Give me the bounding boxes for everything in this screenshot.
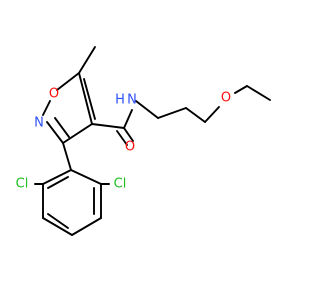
bond-carbonyl-o-double (116, 130, 128, 146)
chlorine-right-label: Cl (114, 177, 127, 192)
ether-oxygen-label: O (221, 91, 231, 106)
phenyl-bond-4 (42, 217, 73, 236)
bond-c2-c3 (185, 107, 206, 123)
amide-hydrogen-label: H (115, 93, 125, 108)
bond-c1-c2 (157, 107, 187, 119)
phenyl-inner-bond-2 (47, 213, 69, 229)
phenyl-inner-bond-3 (47, 176, 69, 189)
bond-carbonyl-o (123, 127, 134, 142)
phenyl-bond-6 (42, 169, 72, 185)
bond-c5-c4 (78, 72, 93, 125)
bond-n-c1 (135, 100, 159, 119)
bond-c3-n2 (46, 121, 64, 144)
phenyl-bond-1 (70, 169, 102, 185)
bond-c5-methyl (78, 46, 96, 74)
chemical-structure: O N N H O O Cl Cl (16, 46, 271, 236)
phenyl-bond-3 (71, 217, 102, 236)
bond-c4-c5 (246, 85, 271, 101)
chlorine-left-label: Cl (16, 177, 29, 192)
bond-c5-c4-double (83, 78, 96, 120)
bond-c4-c3 (62, 123, 93, 144)
bond-carbonyl-n (123, 109, 133, 129)
bond-c4-carbonyl (91, 123, 125, 129)
bond-n2-o1 (42, 100, 51, 116)
bond-c3-n2-double (54, 117, 70, 138)
ring-oxygen-label: O (49, 87, 59, 102)
amide-nitrogen-label: N (127, 93, 137, 108)
bond-o-c4 (234, 85, 248, 94)
bond-c3-o (204, 106, 220, 123)
bond-o1-c5 (56, 72, 80, 91)
bond-c3-phenyl (62, 142, 72, 171)
ring-nitrogen-label: N (34, 116, 44, 131)
carbonyl-oxygen-label: O (125, 140, 135, 155)
